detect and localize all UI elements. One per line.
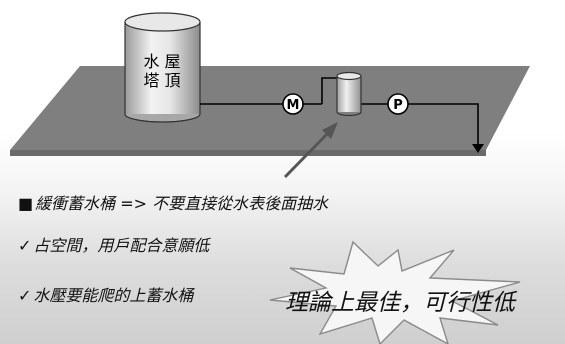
pump-label: P xyxy=(393,98,403,113)
bullet-text: 水壓要能爬的上蓄水桶 xyxy=(33,286,194,305)
bullet-item-pressure: ✓水壓要能爬的上蓄水桶 xyxy=(18,282,193,306)
meter-node: M xyxy=(282,93,304,115)
water-tower: 水 屋 塔 頂 xyxy=(124,12,201,123)
bullet-square-icon: ■ xyxy=(18,194,34,213)
bullet-text: 緩衝蓄水桶 => 不要直接從水表後面抽水 xyxy=(35,194,329,213)
callout-starburst xyxy=(269,240,521,344)
callout-text: 理論上最佳，可行性低 xyxy=(285,290,515,316)
pipe-network xyxy=(200,77,479,146)
buffer-tank xyxy=(336,71,362,117)
bullet-item-buffer-tank: ■緩衝蓄水桶 => 不要直接從水表後面抽水 xyxy=(18,190,328,214)
checkmark-icon: ✓ xyxy=(18,236,32,255)
checkmark-icon: ✓ xyxy=(18,286,32,305)
meter-label: M xyxy=(287,98,300,113)
bullet-item-space: ✓占空間，用戶配合意願低 xyxy=(18,232,209,256)
roof-platform-edge xyxy=(10,150,486,156)
roof-platform xyxy=(10,66,530,150)
outlet-arrowhead xyxy=(472,144,484,153)
pointer-arrow xyxy=(283,122,338,179)
tank-label-line1: 水 屋 xyxy=(143,52,180,71)
bullet-text: 占空間，用戶配合意願低 xyxy=(33,236,210,255)
tank-label-line2: 塔 頂 xyxy=(143,71,180,90)
pump-node: P xyxy=(387,93,409,115)
